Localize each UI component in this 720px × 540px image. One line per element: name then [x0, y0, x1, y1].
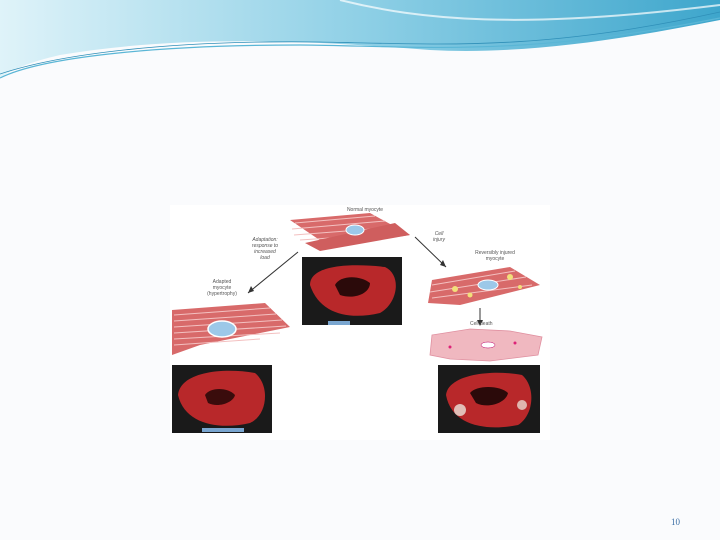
header-wave-decoration [0, 0, 720, 90]
label-normal-myocyte: Normal myocyte [330, 207, 400, 213]
adapted-myocyte-cell [172, 303, 290, 355]
reversibly-injured-myocyte-cell [428, 267, 540, 305]
label-cell-injury: Cell injury [426, 231, 452, 243]
label-adaptation: Adaptation: response to increased load [244, 237, 286, 261]
normal-myocyte-cell [290, 213, 410, 251]
label-adapted-myocyte: Adapted myocyte (hypertrophy) [200, 279, 244, 297]
myocyte-figure: Normal myocyte Adaptation: response to i… [170, 205, 550, 440]
page-number: 10 [671, 517, 680, 527]
dead-myocyte-cell [430, 329, 542, 361]
label-cell-death: Cell death [470, 321, 510, 327]
label-reversibly-injured-myocyte: Reversibly injured myocyte [460, 250, 530, 262]
